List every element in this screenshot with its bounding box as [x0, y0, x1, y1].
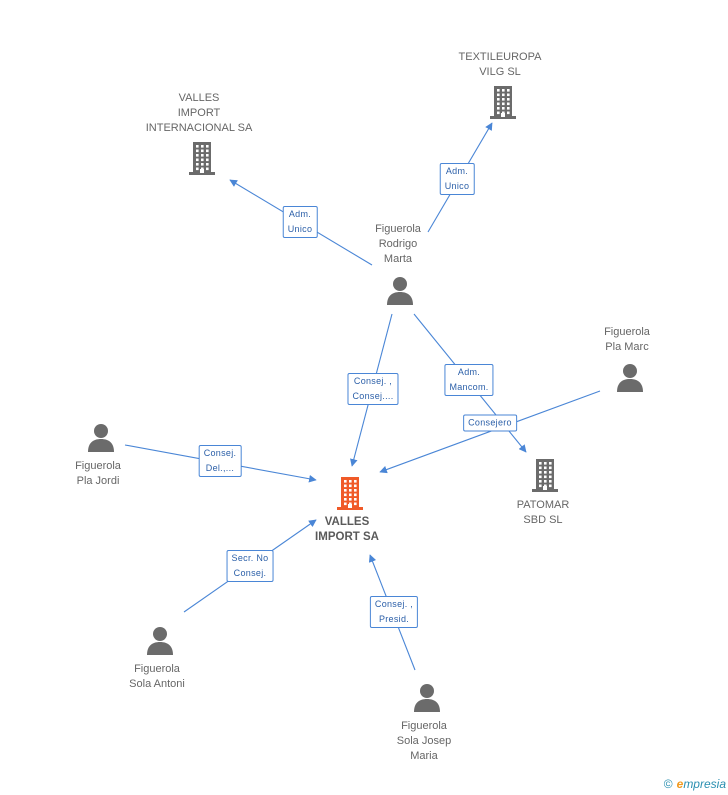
node-label-line: Figuerola — [604, 326, 650, 338]
node-label-line: Maria — [410, 750, 438, 762]
node-label-line: Rodrigo — [378, 238, 418, 250]
person-icon[interactable] — [145, 626, 175, 661]
node-label-line: Figuerola — [401, 720, 447, 732]
node-label-line: IMPORT — [177, 107, 221, 119]
node-label-line: SBD SL — [523, 514, 563, 526]
brand-initial: e — [676, 777, 684, 791]
edge-label[interactable]: Consejero — [463, 414, 517, 432]
brand-name: mpresia — [683, 777, 726, 791]
node-label-line: Pla Marc — [605, 341, 649, 353]
company-name[interactable]: TEXTILEUROPA VILG SL — [459, 50, 542, 80]
edge-label-line: Mancom. — [449, 382, 489, 392]
node-label-line: VILG SL — [479, 66, 521, 78]
node-label-line: Figuerola — [75, 460, 121, 472]
edge-label-line: Consej. — [233, 568, 267, 578]
edge-label[interactable]: Secr. No Consej. — [226, 550, 274, 582]
edge-label-line: Del.,... — [205, 463, 235, 473]
edge-label-line: Consej. , — [353, 376, 393, 386]
edge-label-line: Adm. — [288, 209, 312, 219]
edge-label-line: Presid. — [378, 614, 410, 624]
person-icon[interactable] — [86, 423, 116, 458]
edge-label-line: Consej. — [203, 448, 237, 458]
edge-label-line: Consej. , — [374, 599, 414, 609]
node-label-line: TEXTILEUROPA — [458, 51, 542, 63]
building-icon[interactable] — [187, 141, 217, 180]
edge-label-line: Unico — [287, 224, 313, 234]
node-label-line: Figuerola — [134, 663, 180, 675]
edge-label-line: Secr. No — [231, 553, 269, 563]
edge-label[interactable]: Adm. Unico — [282, 206, 318, 238]
person-icon[interactable] — [615, 363, 645, 398]
company-name[interactable]: VALLES IMPORT INTERNACIONAL SA — [146, 91, 253, 136]
empresia-logo[interactable]: ©empresia — [664, 777, 726, 791]
edge-label[interactable]: Adm. Unico — [439, 163, 475, 195]
company-name[interactable]: PATOMAR SBD SL — [517, 498, 570, 528]
edge-pla_marc-to-valles_import — [379, 390, 601, 474]
node-label-line: Marta — [383, 253, 413, 265]
building-icon[interactable] — [335, 476, 365, 515]
node-label-line: Figuerola — [375, 223, 421, 235]
person-icon[interactable] — [385, 276, 415, 311]
person-icon[interactable] — [412, 683, 442, 718]
building-icon[interactable] — [488, 85, 518, 124]
node-label-line: VALLES — [324, 516, 370, 528]
node-label-line: Pla Jordi — [76, 475, 120, 487]
company-name[interactable]: VALLES IMPORT SA — [315, 515, 379, 545]
edge-label[interactable]: Consej. , Presid. — [369, 596, 419, 628]
edge-label[interactable]: Adm. Mancom. — [444, 364, 494, 396]
edge-label[interactable]: Consej. , Consej.... — [347, 373, 399, 405]
node-label-line: VALLES — [178, 92, 220, 104]
node-label-line: Sola Antoni — [129, 678, 185, 690]
building-icon[interactable] — [530, 458, 560, 497]
node-label-line: IMPORT SA — [315, 531, 379, 543]
node-label-line: PATOMAR — [516, 499, 570, 511]
edge-label-line: Adm. — [445, 166, 469, 176]
copyright-symbol: © — [663, 777, 673, 791]
node-label-line: Sola Josep — [396, 735, 452, 747]
edge-label-line: Adm. — [457, 367, 481, 377]
edge-label-line: Unico — [444, 181, 470, 191]
edge-label[interactable]: Consej. Del.,... — [198, 445, 242, 477]
edge-label-line: Consejero — [468, 417, 512, 428]
edge-label-line: Consej.... — [352, 391, 394, 401]
node-label-line: INTERNACIONAL SA — [145, 122, 253, 134]
